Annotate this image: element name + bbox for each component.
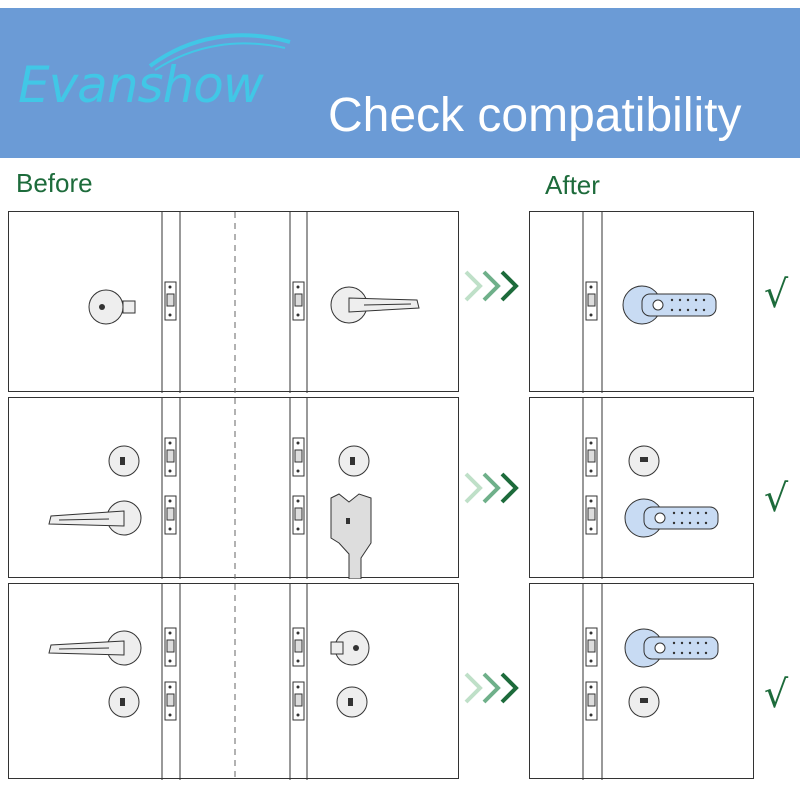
after-panel-2 xyxy=(529,397,754,579)
strike-plate-icon xyxy=(292,495,305,535)
strike-plate-icon xyxy=(292,627,305,667)
strike-plate-icon xyxy=(164,437,177,477)
strike-plate-icon xyxy=(585,627,598,667)
strike-plate-icon xyxy=(292,281,305,321)
checkmark-icon: √ xyxy=(764,476,789,520)
before-panel-3 xyxy=(8,583,459,780)
strike-plate-icon xyxy=(164,495,177,535)
after-panel-3 xyxy=(529,583,754,780)
strike-plate-icon xyxy=(585,281,598,321)
before-label: Before xyxy=(16,168,93,198)
door-knob-icon xyxy=(88,289,136,325)
deadbolt-icon xyxy=(338,445,370,477)
swoosh-logo-icon xyxy=(148,33,291,71)
header-banner: Evanshow Check compatibility xyxy=(0,8,800,158)
brand-name: Evanshow xyxy=(18,56,264,114)
strike-plate-icon xyxy=(164,681,177,721)
door-lever-icon xyxy=(330,286,420,324)
deadbolt-icon xyxy=(108,445,140,477)
smart-lever-lock-icon xyxy=(624,628,719,668)
before-panel-1 xyxy=(8,211,459,393)
smart-lever-lock-icon xyxy=(622,285,717,325)
after-panel-1 xyxy=(529,211,754,393)
checkmark-icon: √ xyxy=(764,672,789,716)
handleset-icon xyxy=(330,493,372,579)
strike-plate-icon xyxy=(585,437,598,477)
smart-lever-lock-icon xyxy=(624,498,719,538)
door-lever-icon xyxy=(48,630,142,666)
before-panel-2 xyxy=(8,397,459,579)
deadbolt-icon xyxy=(628,445,660,477)
door-lever-icon xyxy=(48,500,142,536)
strike-plate-icon xyxy=(585,681,598,721)
after-label: After xyxy=(545,170,600,200)
door-knob-icon xyxy=(330,630,370,666)
deadbolt-icon xyxy=(336,686,368,718)
strike-plate-icon xyxy=(585,495,598,535)
deadbolt-icon xyxy=(108,686,140,718)
brand-logo: Evanshow xyxy=(0,8,320,158)
strike-plate-icon xyxy=(292,681,305,721)
strike-plate-icon xyxy=(164,627,177,667)
deadbolt-icon xyxy=(628,686,660,718)
page-title: Check compatibility xyxy=(328,89,742,142)
triple-chevron-arrow-icon xyxy=(464,472,519,504)
checkmark-icon: √ xyxy=(764,272,789,316)
triple-chevron-arrow-icon xyxy=(464,270,519,302)
strike-plate-icon xyxy=(292,437,305,477)
strike-plate-icon xyxy=(164,281,177,321)
triple-chevron-arrow-icon xyxy=(464,672,519,704)
